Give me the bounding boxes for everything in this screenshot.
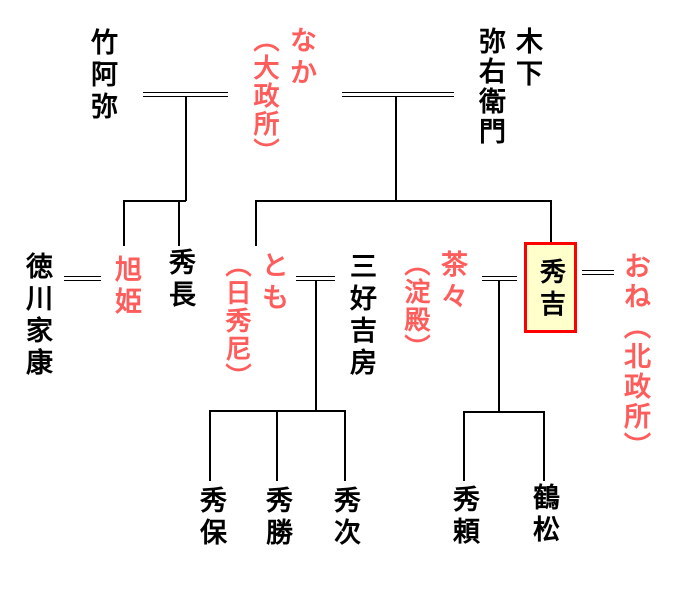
descent-line-tomo xyxy=(255,200,257,246)
marriage-line-chacha-hideyoshi xyxy=(482,276,517,281)
descent-line-chacha-hideyoshi xyxy=(498,280,500,412)
descent-line-hidenaga xyxy=(178,200,180,246)
person-hideyori: 秀頼 xyxy=(448,485,479,549)
descent-line-chikuami-naka xyxy=(185,96,187,201)
person-chacha-title: （淀殿） xyxy=(400,250,430,362)
person-hidetsugu: 秀次 xyxy=(329,486,360,550)
sibling-line-right-family xyxy=(255,200,551,202)
person-tokugawa-ieyasu: 徳川家康 xyxy=(21,252,52,380)
descent-line-naka-yaemon xyxy=(395,96,397,201)
descent-line-hideyoshi xyxy=(550,200,552,242)
descent-line-hidekatsu xyxy=(276,410,278,481)
marriage-line-hideyoshi-one xyxy=(582,270,614,275)
descent-line-asahi xyxy=(123,200,125,246)
person-tomo-name: とも xyxy=(257,251,288,315)
person-asahi-hime: 旭姫 xyxy=(110,255,141,319)
descent-line-hideyasu xyxy=(209,410,211,481)
descent-line-hidetsugu xyxy=(344,410,346,481)
person-chacha-name: 茶々 xyxy=(436,250,467,314)
person-kinoshita-yaemon: 木下 弥右衛門 xyxy=(471,27,545,147)
person-hideyoshi-highlight-box: 秀吉 xyxy=(524,242,577,333)
marriage-line-naka-yaemon xyxy=(342,92,454,97)
person-hideyasu: 秀保 xyxy=(195,486,226,550)
person-tomo-title: （日秀尼） xyxy=(221,251,251,391)
person-chacha: 茶々 （淀殿） xyxy=(396,250,470,362)
person-miyoshi-yoshifusa: 三好吉房 xyxy=(345,252,376,380)
person-tsurumatsu: 鶴松 xyxy=(528,483,559,547)
person-hidenaga: 秀長 xyxy=(164,248,195,312)
person-tomo: とも （日秀尼） xyxy=(217,251,291,391)
person-one: おね（北政所） xyxy=(619,252,650,462)
sibling-line-hideyoshi-children xyxy=(463,411,544,413)
person-chikuami: 竹阿弥 xyxy=(86,28,117,124)
person-naka: なか （大政所） xyxy=(245,26,319,166)
person-hideyoshi: 秀吉 xyxy=(535,257,566,322)
descent-line-tsurumatsu xyxy=(543,411,545,481)
marriage-line-ieyasu-asahi xyxy=(64,276,101,281)
descent-line-tomo-yoshifusa xyxy=(315,280,317,411)
sibling-line-left-family xyxy=(123,200,186,202)
person-yaemon-surname: 木下 xyxy=(511,27,542,91)
person-yaemon-given: 弥右衛門 xyxy=(474,27,505,147)
person-naka-title: （大政所） xyxy=(249,26,279,166)
person-naka-name: なか xyxy=(285,26,316,90)
descent-line-hideyori xyxy=(463,411,465,481)
person-hidekatsu: 秀勝 xyxy=(261,486,292,550)
